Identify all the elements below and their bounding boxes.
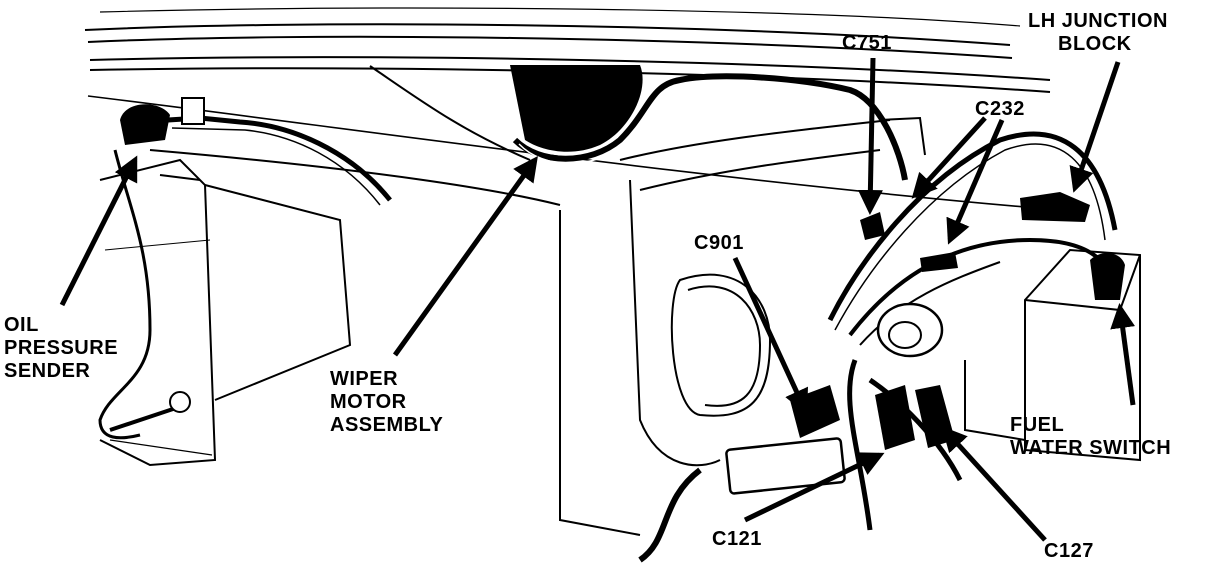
arrow-c751 xyxy=(857,57,883,215)
label-wiper-motor-assembly-line3: ASSEMBLY xyxy=(330,414,444,436)
label-c232: C232 xyxy=(975,98,1025,120)
arrow-c127 xyxy=(941,426,1047,542)
label-c901: C901 xyxy=(694,232,744,254)
label-wiper-motor-assembly-line2: MOTOR xyxy=(330,391,407,413)
label-c121: C121 xyxy=(712,528,762,550)
arrow-c232-a xyxy=(946,119,1005,245)
label-oil-pressure-sender-line2: PRESSURE xyxy=(4,337,119,359)
arrow-lh-junction-block xyxy=(1069,61,1121,193)
label-lh-junction-block-line1: LH JUNCTION xyxy=(1028,10,1168,32)
label-c127: C127 xyxy=(1044,540,1094,562)
arrow-oil-pressure-sender xyxy=(59,155,138,307)
arrow-c232-b xyxy=(911,116,987,199)
label-c751: C751 xyxy=(842,32,892,54)
oil-pressure-sender-part xyxy=(98,97,392,440)
label-fuel-water-switch-line2: WATER SWITCH xyxy=(1010,437,1172,459)
label-lh-junction-block-line2: BLOCK xyxy=(1058,33,1132,55)
wiper-motor-part xyxy=(510,65,908,181)
label-lh-junction-block: LH JUNCTION BLOCK xyxy=(1028,10,1168,56)
label-oil-pressure-sender-line1: OIL xyxy=(4,314,39,336)
arrow-c121 xyxy=(743,452,885,523)
arrow-c901 xyxy=(732,256,808,415)
arrow-fuel-water-switch xyxy=(1110,303,1136,406)
left-reservoir xyxy=(99,158,352,467)
connector-cluster xyxy=(725,192,1125,495)
label-fuel-water-switch: FUEL WATER SWITCH xyxy=(1010,414,1171,460)
leader-arrows xyxy=(59,57,1136,542)
label-fuel-water-switch-line1: FUEL xyxy=(1010,414,1065,436)
arrow-wiper-motor xyxy=(392,155,538,357)
label-wiper-motor-assembly: WIPER MOTOR ASSEMBLY xyxy=(330,368,443,437)
label-oil-pressure-sender: OIL PRESSURE SENDER xyxy=(4,314,118,383)
label-wiper-motor-assembly-line1: WIPER xyxy=(330,368,399,390)
label-oil-pressure-sender-line3: SENDER xyxy=(4,360,91,382)
